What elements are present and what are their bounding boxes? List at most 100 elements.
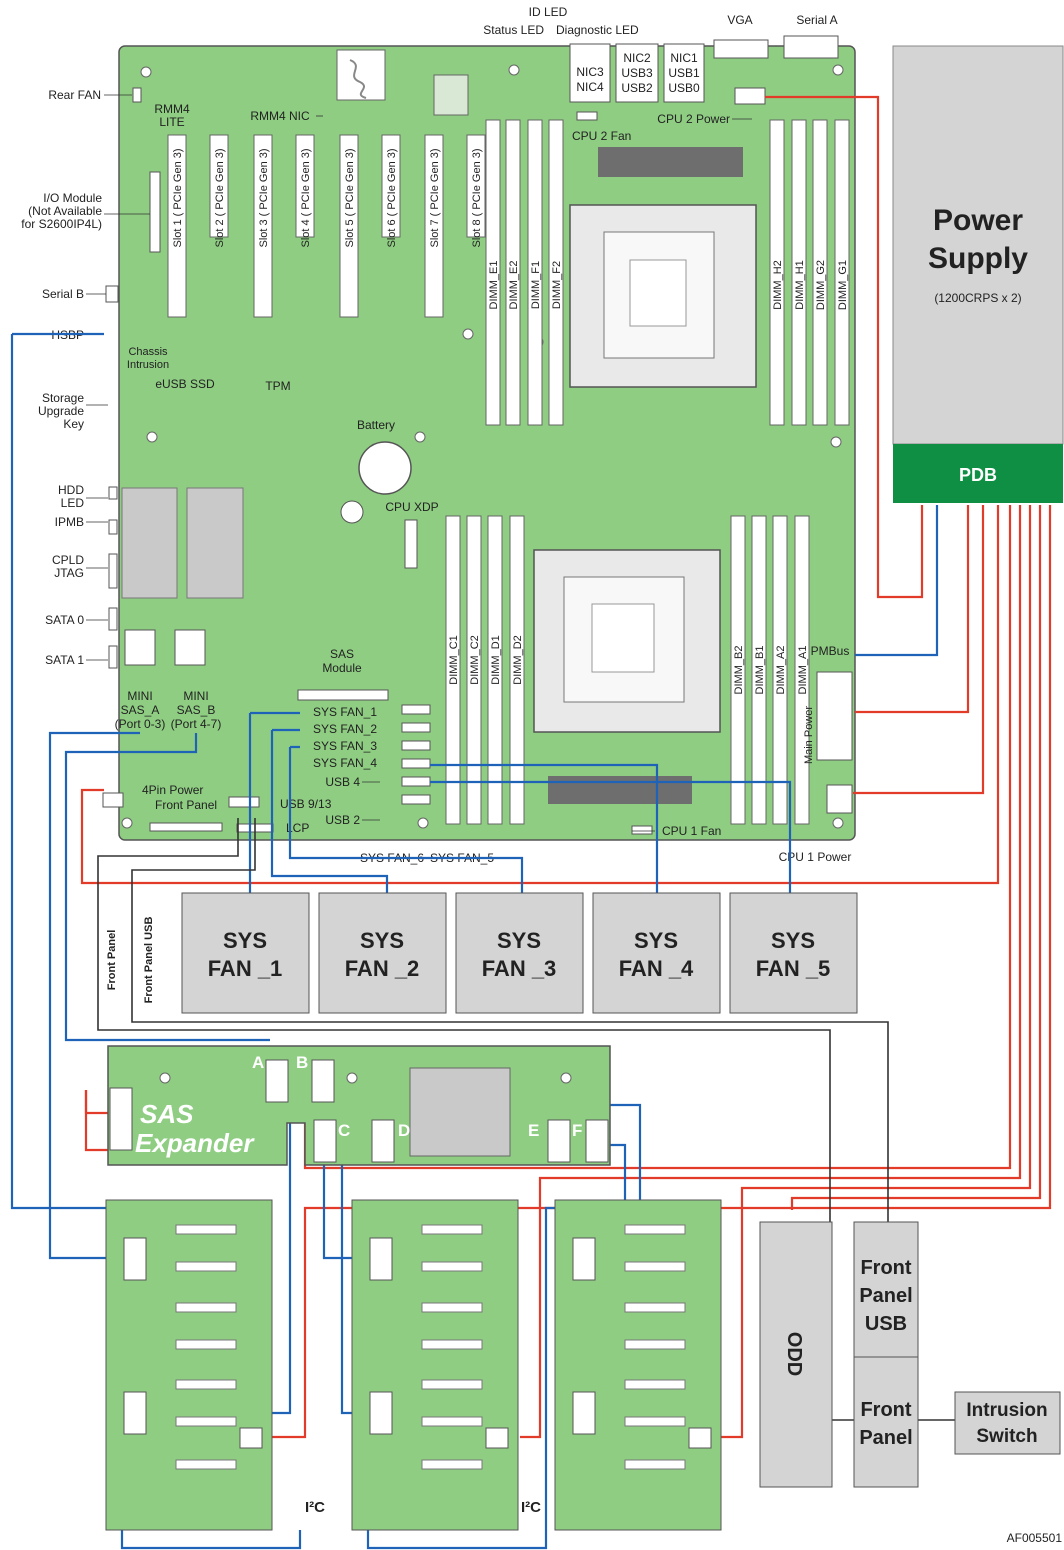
front-panel-bay-label: Front <box>860 1399 911 1421</box>
ipmb-label: IPMB <box>55 515 84 529</box>
backplane-2-i2c: I²C <box>521 1499 541 1516</box>
power-supply-subtitle: (1200CRPS x 2) <box>934 291 1021 305</box>
cpld-jtag-label-2: JTAG <box>54 566 84 580</box>
usb-9-13-label: USB 9/13 <box>280 797 332 811</box>
pdb-label: PDB <box>959 465 997 485</box>
usb4-label: USB 4 <box>325 775 360 789</box>
io-module-label-3: for S2600IP4L) <box>21 217 102 231</box>
slot-3-label: Slot 3 ( PCIe Gen 3) <box>258 148 270 247</box>
backplane-1: I²C <box>105 1199 325 1531</box>
backplane-3 <box>554 1199 722 1531</box>
chassis-intrusion-label: Chassis <box>128 346 168 358</box>
sys-fan-4-header-label: SYS FAN_4 <box>313 756 377 770</box>
dimm-a2-label: DIMM_A2 <box>775 646 787 695</box>
id-led-label: ID LED <box>529 5 568 19</box>
sys-fan-5 <box>729 892 858 1014</box>
dimm-f2-label: DIMM_F2 <box>551 261 563 309</box>
cpu2-fan-label: CPU 2 Fan <box>572 129 631 143</box>
cpu-2-socket <box>569 204 757 388</box>
backplane-1-i2c: I²C <box>305 1499 325 1516</box>
sys-fan-4-label-2: FAN _4 <box>619 956 694 981</box>
front-panel-bay <box>853 1356 919 1488</box>
mini-sas-a-label-3: (Port 0-3) <box>115 717 166 731</box>
serial-b-label: Serial B <box>42 287 84 301</box>
sas-expander-title-2: Expander <box>135 1128 255 1158</box>
front-panel-bay-label-2: Panel <box>859 1427 912 1449</box>
usb0-label: USB0 <box>668 81 700 95</box>
expander-port-a: A <box>252 1053 264 1072</box>
hdd-led-label-2: LED <box>61 496 85 510</box>
dimm-f1-label: DIMM_F1 <box>530 261 542 309</box>
front-bays: ODD Front Panel USB Front Panel Intrusio… <box>759 1221 1061 1488</box>
odd-label: ODD <box>783 1332 805 1376</box>
sys-fan-5-label-2: FAN _5 <box>756 956 831 981</box>
sys-fan-5-label: SYS <box>771 928 815 953</box>
dimm-g1-label: DIMM_G1 <box>837 260 849 310</box>
nic4-label: NIC4 <box>576 80 604 94</box>
sas-expander-title: SAS <box>140 1099 194 1129</box>
mini-sas-b-label-3: (Port 4-7) <box>171 717 222 731</box>
chassis-intrusion-label-2: Intrusion <box>127 359 169 371</box>
sys-fan-3 <box>455 892 584 1014</box>
usb3-label: USB3 <box>621 66 653 80</box>
power-supply-title-2: Supply <box>928 242 1028 275</box>
sys-fan-3-label: SYS <box>497 928 541 953</box>
sys-fan-1-label-2: FAN _1 <box>208 956 283 981</box>
dimm-c2-label: DIMM_C2 <box>469 635 481 685</box>
dimm-h1-label: DIMM_H1 <box>794 260 806 310</box>
battery-label: Battery <box>357 418 395 432</box>
dimm-h2-label: DIMM_H2 <box>772 260 784 310</box>
rmm4-lite-label-2: LITE <box>159 115 184 129</box>
hot-swap-backplanes: I²C I²C <box>105 1199 722 1531</box>
mini-sas-b-label: MINI <box>183 689 208 703</box>
pmbus-label: PMBus <box>811 644 850 658</box>
eusb-ssd-label: eUSB SSD <box>155 377 215 391</box>
dimm-d2-label: DIMM_D2 <box>512 635 524 685</box>
dimm-d1-label: DIMM_D1 <box>490 635 502 685</box>
chipset-heatsink <box>336 49 386 101</box>
pdb <box>893 444 1063 503</box>
dimm-a1-label: DIMM_A1 <box>797 646 809 695</box>
expander-port-f: F <box>572 1121 582 1140</box>
power-cables <box>80 95 1052 1439</box>
mini-sas-a-label-2: SAS_A <box>121 703 160 717</box>
sas-module-label: SAS <box>330 647 354 661</box>
front-panel-cable-label: Front Panel <box>106 930 118 991</box>
slot-5-label: Slot 5 ( PCIe Gen 3) <box>344 148 356 247</box>
cpu-1-socket <box>533 549 721 733</box>
vga-label: VGA <box>727 13 752 27</box>
nic1-label: NIC1 <box>670 51 698 65</box>
backplane-2: I²C <box>351 1199 541 1531</box>
usb1-label: USB1 <box>668 66 700 80</box>
main-power-label: Main Power <box>803 706 815 764</box>
rear-fan-label: Rear FAN <box>48 88 101 102</box>
diagnostic-led-label: Diagnostic LED <box>556 23 639 37</box>
expander-port-d: D <box>398 1121 410 1140</box>
server-board: Rear FAN RMM4 LITE RMM4 NIC I/O Module (… <box>21 5 856 865</box>
dimm-c1-label: DIMM_C1 <box>448 635 460 685</box>
sas-module-label-2: Module <box>322 661 362 675</box>
slot-8-label: Slot 8 ( PCIe Gen 3) <box>471 148 483 247</box>
expander-port-b: B <box>296 1053 308 1072</box>
dimm-g2-label: DIMM_G2 <box>815 260 827 310</box>
rmm4-lite-label: RMM4 <box>154 102 190 116</box>
usb2-rear-label: USB2 <box>621 81 653 95</box>
front-panel-usb-bay-label: Front <box>860 1257 911 1279</box>
tpm-label: TPM <box>265 379 290 393</box>
storage-key-label: Storage <box>42 391 84 405</box>
sys-fan-1-label: SYS <box>223 928 267 953</box>
front-panel-usb-bay-label-2: Panel <box>859 1285 912 1307</box>
storage-key-label-3: Key <box>63 417 84 431</box>
dimm-e2-label: DIMM_E2 <box>508 261 520 310</box>
cpu2-power-label: CPU 2 Power <box>657 112 730 126</box>
power-supply: Power Supply (1200CRPS x 2) PDB <box>892 45 1064 503</box>
system-fans: SYS FAN _1 SYS FAN _2 SYS FAN _3 SYS FAN… <box>181 892 858 1014</box>
intrusion-switch-label-2: Switch <box>976 1426 1037 1447</box>
four-pin-power-label: 4Pin Power <box>142 783 203 797</box>
sata1-label: SATA 1 <box>45 653 84 667</box>
slot-2-label: Slot 2 ( PCIe Gen 3) <box>214 148 226 247</box>
front-panel-usb-bay <box>853 1221 919 1358</box>
dimm-b1-label: DIMM_B1 <box>754 646 766 695</box>
io-module-label-2: (Not Available <box>28 204 102 218</box>
rmm4-nic-label: RMM4 NIC <box>250 109 310 123</box>
